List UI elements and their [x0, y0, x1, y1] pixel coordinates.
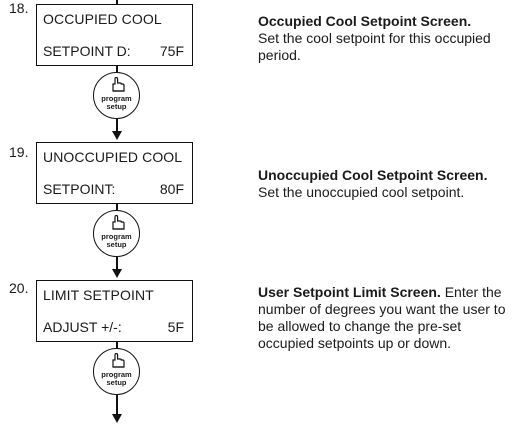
description-body: Enter the number of degrees you want the…	[258, 284, 506, 351]
lcd-screen: LIMIT SETPOINT ADJUST +/-: 5F	[36, 280, 193, 342]
arrow-down-icon	[112, 414, 122, 423]
step-number: 19.	[9, 144, 29, 160]
step-number: 20.	[9, 280, 29, 296]
description-heading: Unoccupied Cool Setpoint Screen.	[258, 167, 488, 183]
description-body: Set the cool setpoint for this occupied …	[258, 30, 491, 63]
lcd-line-2-value: 80F	[159, 181, 184, 197]
step-description: Occupied Cool Setpoint Screen. Set the c…	[258, 13, 520, 64]
connector-line	[116, 119, 118, 133]
pointing-hand-icon	[112, 215, 125, 230]
description-body: Set the unoccupied cool setpoint.	[258, 184, 465, 200]
button-label-line-2: setup	[106, 240, 127, 249]
button-label-line-2: setup	[106, 378, 127, 387]
button-label-line-1: program	[101, 94, 132, 103]
program-setup-button[interactable]: program setup	[93, 348, 140, 395]
connector-line	[116, 342, 118, 348]
pointing-hand-icon	[112, 353, 125, 368]
step-description: Unoccupied Cool Setpoint Screen. Set the…	[258, 167, 520, 201]
lcd-screen: UNOCCUPIED COOL SETPOINT: 80F	[36, 142, 193, 204]
button-label-line-2: setup	[106, 102, 127, 111]
description-text: User Setpoint Limit Screen. Enter the nu…	[258, 284, 520, 352]
program-setup-button[interactable]: program setup	[93, 72, 140, 119]
arrow-down-icon	[112, 131, 122, 140]
button-label-line-1: program	[101, 232, 132, 241]
connector-line	[116, 204, 118, 210]
lcd-line-2-label: SETPOINT:	[43, 181, 116, 197]
connector-line	[116, 66, 118, 72]
lcd-line-1: OCCUPIED COOL	[43, 11, 162, 27]
button-label-line-1: program	[101, 370, 132, 379]
pointing-hand-icon	[112, 77, 125, 92]
lcd-line-1: LIMIT SETPOINT	[43, 287, 154, 303]
lcd-line-2-value: 75F	[159, 43, 184, 59]
lcd-screen: OCCUPIED COOL SETPOINT D: 75F	[36, 4, 193, 66]
connector-line	[116, 0, 118, 4]
description-heading: Occupied Cool Setpoint Screen.	[258, 13, 472, 29]
program-setup-button[interactable]: program setup	[93, 210, 140, 257]
step-number: 18.	[9, 0, 29, 16]
connector-line	[116, 257, 118, 271]
step-description: User Setpoint Limit Screen. Enter the nu…	[258, 284, 520, 352]
lcd-line-2-value: 5F	[167, 319, 184, 335]
description-heading: User Setpoint Limit Screen.	[258, 284, 441, 300]
arrow-down-icon	[112, 269, 122, 278]
lcd-line-1: UNOCCUPIED COOL	[43, 149, 183, 165]
connector-line	[116, 395, 118, 415]
lcd-line-2-label: ADJUST +/-:	[43, 319, 122, 335]
lcd-line-2-label: SETPOINT D:	[43, 43, 131, 59]
